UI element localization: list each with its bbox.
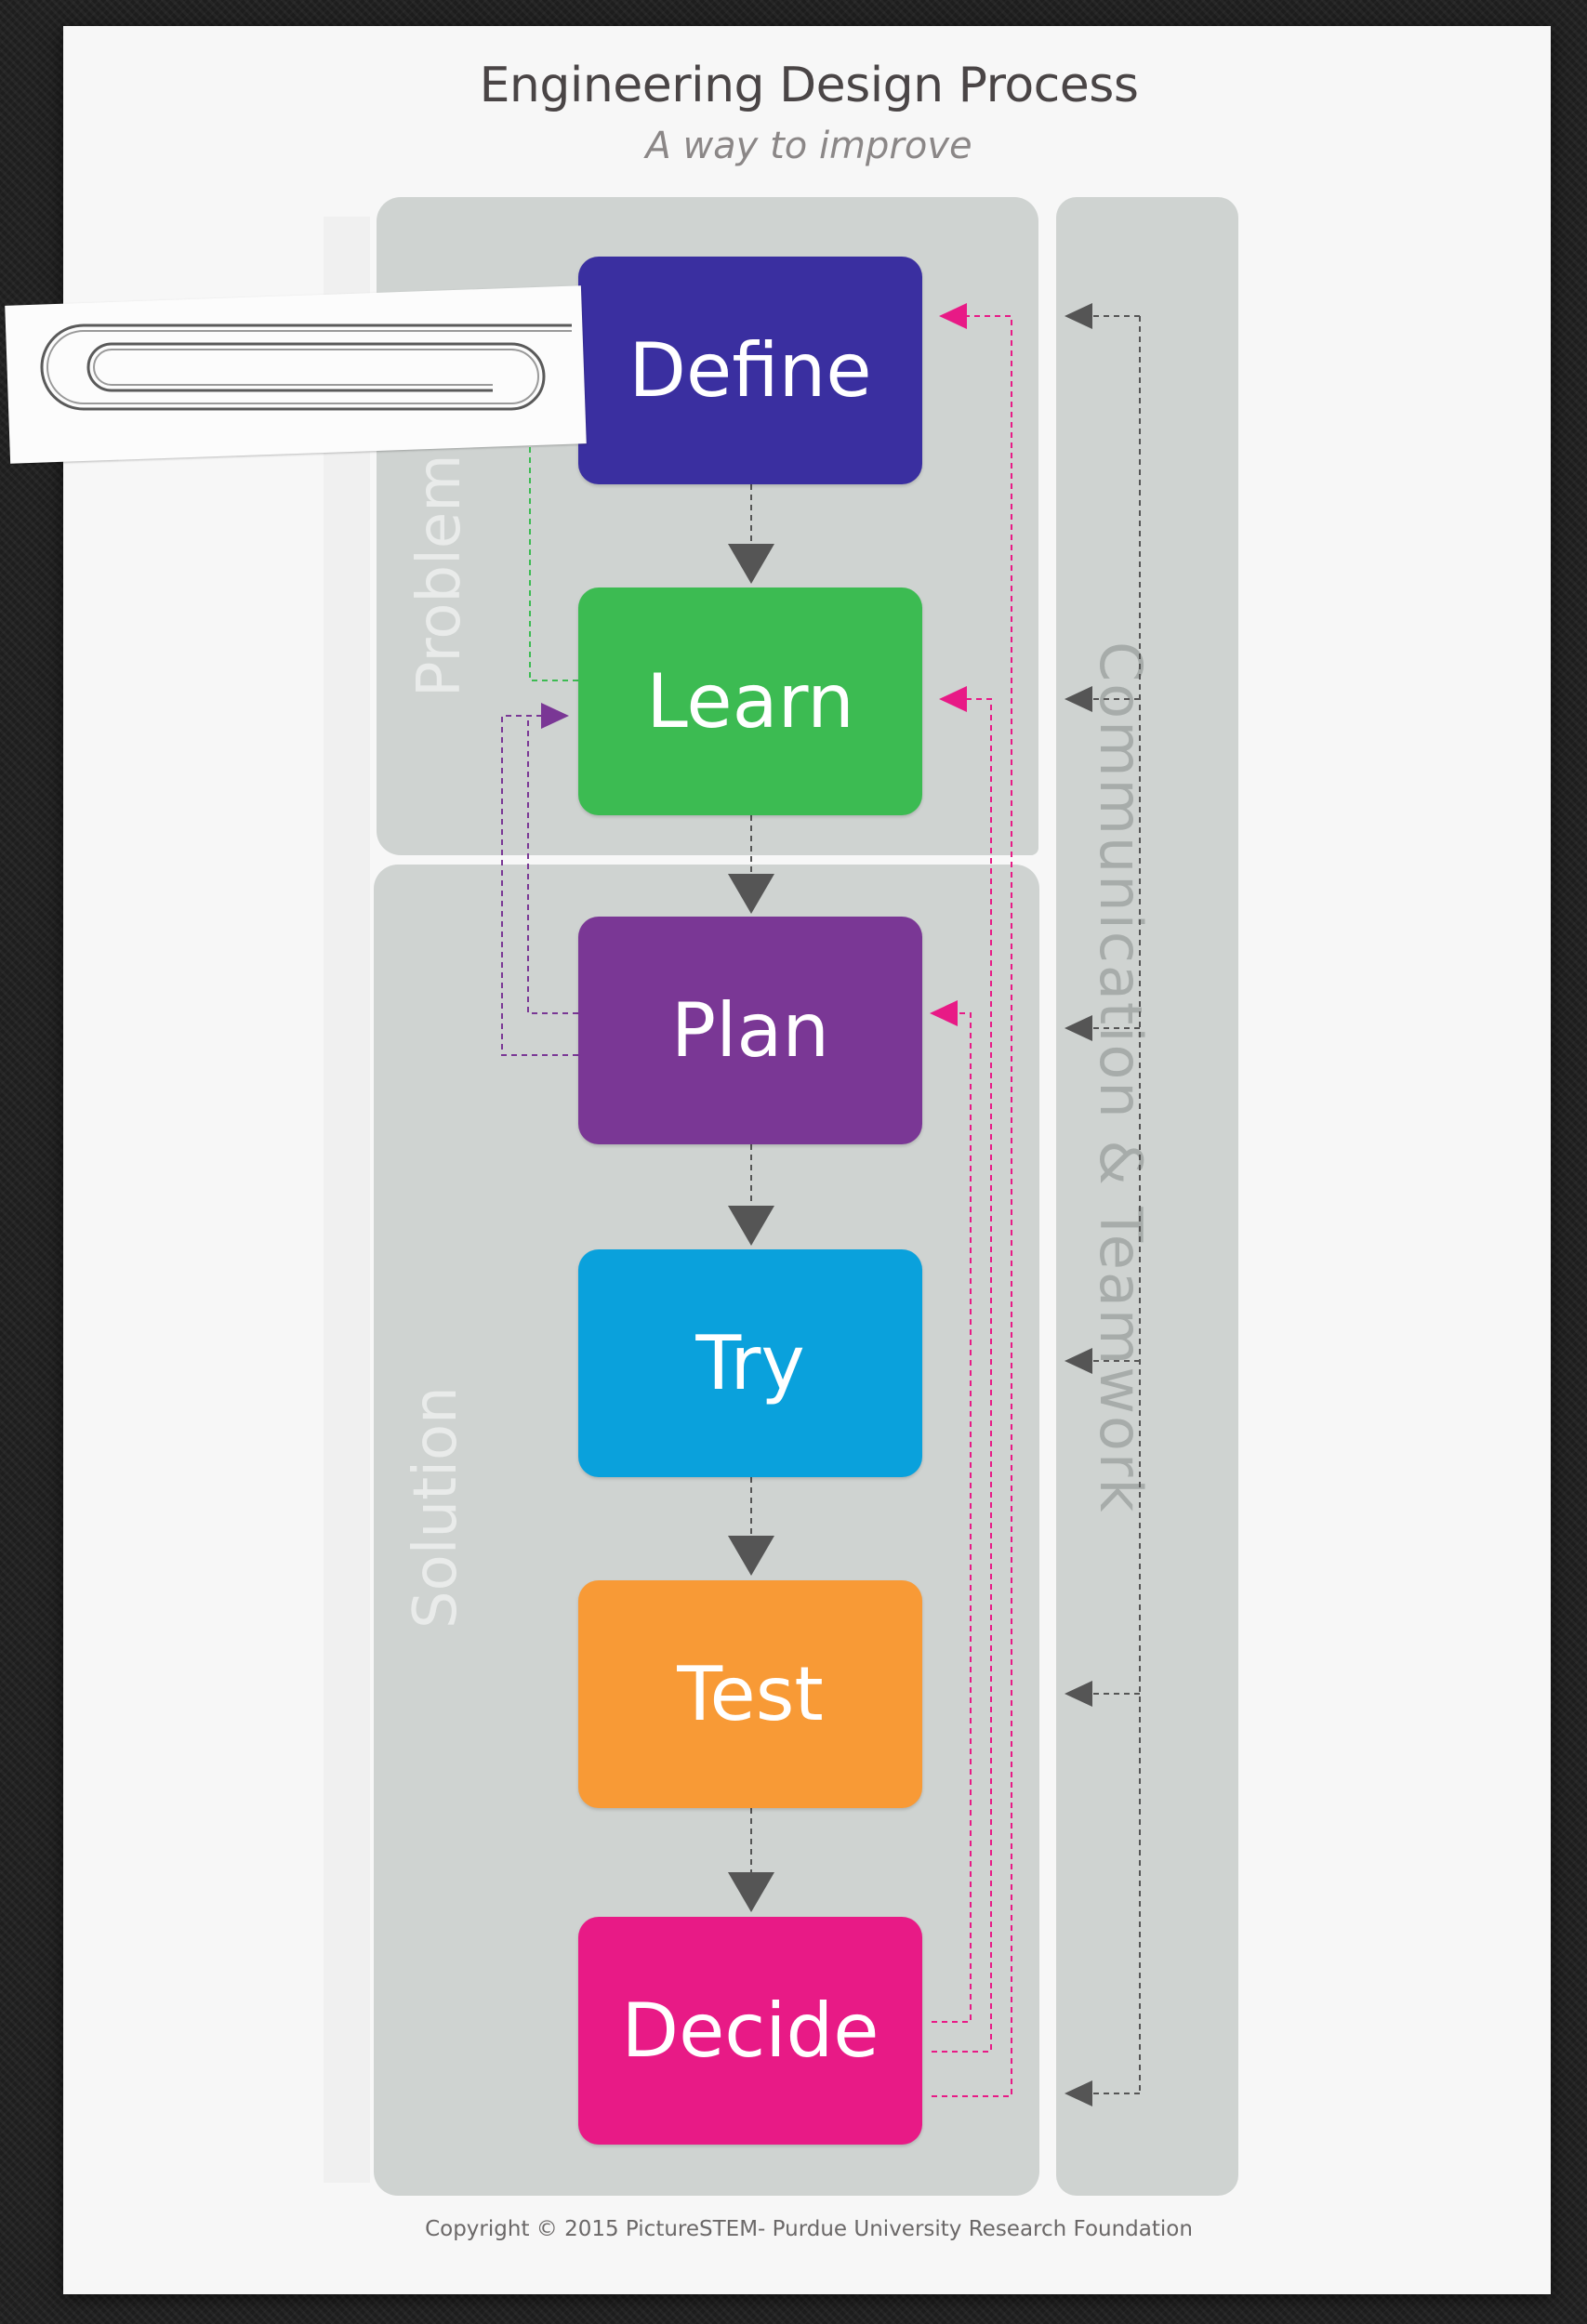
step-learn: Learn [578,588,922,815]
communication-panel [1056,197,1238,2196]
step-decide: Decide [578,1917,922,2145]
step-define-label: Define [628,327,872,414]
step-try: Try [578,1249,922,1477]
step-learn-label: Learn [646,658,854,745]
paper-fold-strip [324,217,370,2183]
step-plan: Plan [578,917,922,1144]
communication-teamwork-label: Communication & Teamwork [1087,641,1155,1514]
diagram-title: Engineering Design Process [479,58,1139,113]
diagram-subtitle: A way to improve [645,125,972,167]
solution-phase-label: Solution [402,1386,470,1629]
problem-phase-label: Problem [405,454,474,697]
step-test-label: Test [677,1651,824,1737]
step-define: Define [578,257,922,484]
step-plan-label: Plan [670,987,830,1074]
step-test: Test [578,1580,922,1808]
paper-clip-icon [40,324,572,411]
step-try-label: Try [695,1320,805,1406]
copyright-notice: Copyright © 2015 PictureSTEM- Purdue Uni… [425,2217,1193,2241]
step-decide-label: Decide [621,1987,879,2074]
